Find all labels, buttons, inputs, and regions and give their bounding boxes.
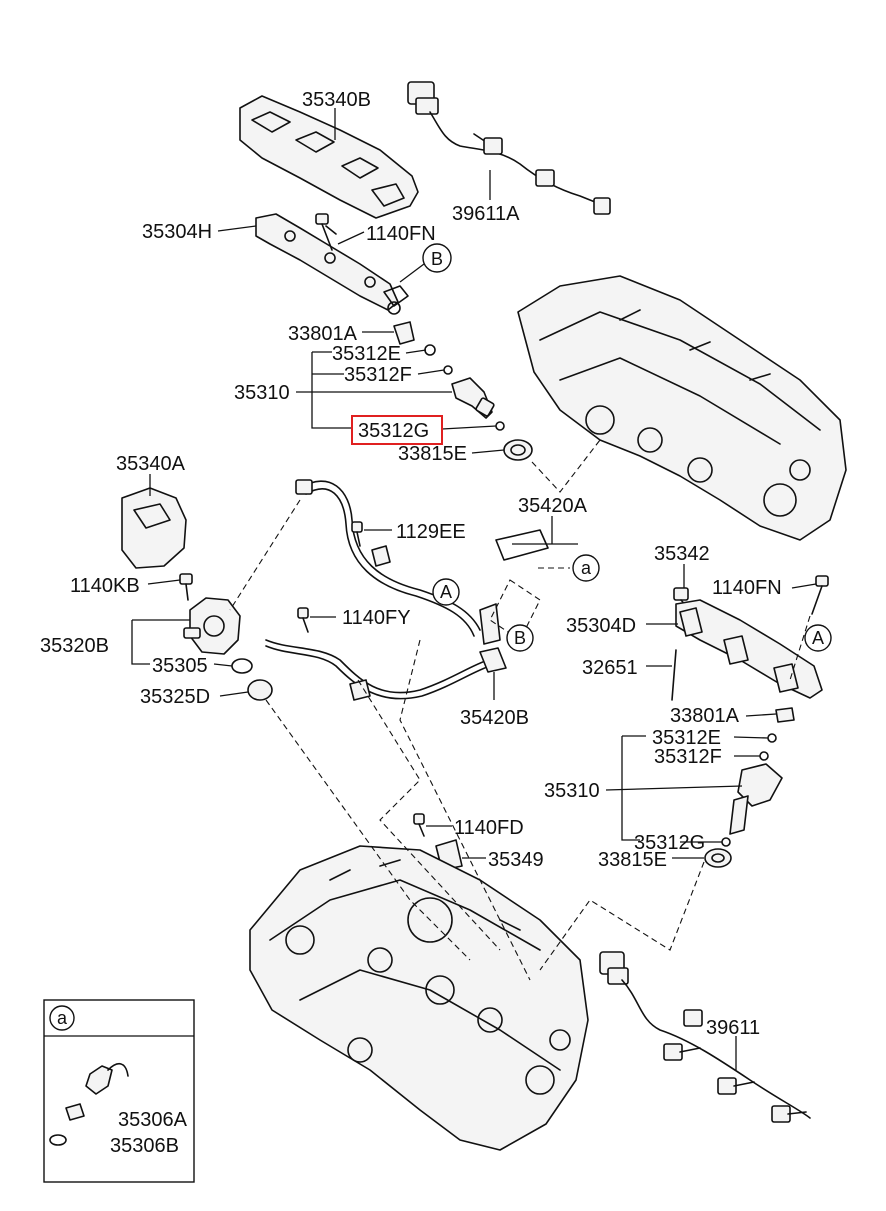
- clip-32651[interactable]: [671, 649, 677, 701]
- callout-B-mid: B: [506, 624, 534, 652]
- label-35310-right[interactable]: 35310: [544, 780, 600, 802]
- svg-text:B: B: [514, 628, 526, 648]
- bolt-1140KB[interactable]: [179, 573, 193, 601]
- bolt-1140FN-right[interactable]: [811, 575, 829, 615]
- injector-clip-33801A-top[interactable]: [393, 321, 415, 345]
- callout-A-left: A: [432, 578, 460, 606]
- o-ring-35312F-right[interactable]: [759, 751, 769, 761]
- label-35340B[interactable]: 35340B: [302, 89, 371, 111]
- fuel-rail-35304H[interactable]: [255, 213, 409, 315]
- label-35349[interactable]: 35349: [488, 849, 544, 871]
- label-35312F-top[interactable]: 35312F: [344, 364, 412, 386]
- injector-clip-33801A-right[interactable]: [775, 707, 795, 723]
- label-1140FD[interactable]: 1140FD: [454, 817, 524, 839]
- label-35304H[interactable]: 35304H: [142, 221, 212, 243]
- label-35312G-top[interactable]: 35312G: [358, 420, 429, 442]
- bolt-1140FY[interactable]: [297, 607, 309, 633]
- label-35342[interactable]: 35342: [654, 543, 710, 565]
- callout-A-right: A: [804, 624, 832, 652]
- fuel-line-35420A[interactable]: [295, 479, 549, 645]
- callout-B-top: B: [399, 243, 452, 283]
- label-35312G-right[interactable]: 35312G: [634, 832, 705, 854]
- label-35312F-right[interactable]: 35312F: [654, 746, 722, 768]
- label-35420A[interactable]: 35420A: [518, 495, 588, 517]
- label-33801A-top[interactable]: 33801A: [288, 323, 358, 345]
- engine-cover-35340B[interactable]: [239, 95, 419, 219]
- label-35304D[interactable]: 35304D: [566, 615, 636, 637]
- label-35325D[interactable]: 35325D: [140, 686, 210, 708]
- label-1140KB[interactable]: 1140KB: [70, 575, 140, 597]
- label-1140FY[interactable]: 1140FY: [342, 607, 411, 629]
- label-35320B[interactable]: 35320B: [40, 635, 109, 657]
- label-35312E-right[interactable]: 35312E: [652, 727, 721, 749]
- seal-33815E-top[interactable]: [503, 439, 533, 461]
- fuel-line-35420B[interactable]: [265, 639, 507, 701]
- cylinder-head-upper: [517, 275, 847, 541]
- high-pressure-pump-35320B[interactable]: [183, 597, 241, 655]
- o-ring-35305[interactable]: [231, 658, 253, 674]
- svg-text:B: B: [431, 249, 443, 269]
- o-ring-35312G-top[interactable]: [495, 421, 505, 431]
- seal-33815E-right[interactable]: [704, 848, 732, 868]
- label-32651[interactable]: 32651: [582, 657, 638, 679]
- label-35420B[interactable]: 35420B: [460, 707, 529, 729]
- o-ring-35312F-top[interactable]: [443, 365, 453, 375]
- highlight-box-35312G: [351, 415, 443, 445]
- bolt-1140FD[interactable]: [413, 813, 425, 837]
- svg-text:a: a: [581, 558, 592, 578]
- bolt-1140FN-top[interactable]: [315, 213, 337, 251]
- callout-a-inset: a: [57, 1008, 68, 1028]
- label-33815E-top[interactable]: 33815E: [398, 443, 467, 465]
- label-35340A[interactable]: 35340A: [116, 453, 186, 475]
- fuel-injector-35310-top[interactable]: [451, 377, 495, 419]
- label-35306B[interactable]: 35306B: [110, 1135, 179, 1157]
- o-ring-35312E-top[interactable]: [424, 344, 436, 356]
- fuel-injector-35310-right[interactable]: [729, 763, 783, 835]
- wiring-harness-39611[interactable]: [599, 951, 811, 1123]
- o-ring-35312G-right[interactable]: [721, 837, 731, 847]
- svg-text:A: A: [440, 582, 452, 602]
- label-33815E-right[interactable]: 33815E: [598, 849, 667, 871]
- label-35305[interactable]: 35305: [152, 655, 208, 677]
- inset-detail-a: a: [43, 999, 195, 1183]
- callout-a-right: a: [572, 554, 600, 582]
- label-35312E-top[interactable]: 35312E: [332, 343, 401, 365]
- svg-text:A: A: [812, 628, 824, 648]
- bolt-1129EE[interactable]: [351, 521, 363, 547]
- label-39611[interactable]: 39611: [706, 1017, 760, 1039]
- part-labels: 35340B 39611A 35304H 1140FN 33801A 35312…: [40, 89, 782, 1157]
- label-1140FN-top[interactable]: 1140FN: [366, 223, 436, 245]
- cylinder-head-lower: [249, 845, 589, 1151]
- tappet-35325D[interactable]: [247, 679, 273, 701]
- label-35310-top[interactable]: 35310: [234, 382, 290, 404]
- o-ring-35312E-right[interactable]: [767, 733, 777, 743]
- label-35306A[interactable]: 35306A: [118, 1109, 188, 1131]
- leader-lines: [70, 108, 817, 1143]
- wiring-harness-39611A[interactable]: [407, 81, 611, 215]
- label-1140FN-right[interactable]: 1140FN: [712, 577, 782, 599]
- fuel-rail-35304D[interactable]: [675, 599, 823, 699]
- label-39611A[interactable]: 39611A: [452, 203, 520, 225]
- cover-35340A[interactable]: [121, 487, 187, 569]
- label-33801A-right[interactable]: 33801A: [670, 705, 740, 727]
- label-1129EE[interactable]: 1129EE: [396, 521, 466, 543]
